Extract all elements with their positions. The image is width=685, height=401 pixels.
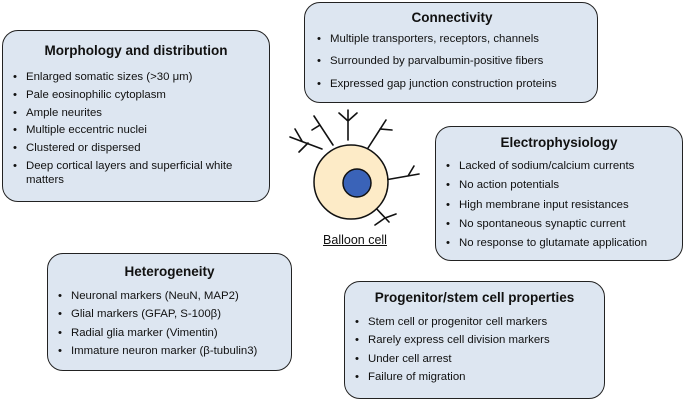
list-item: Expressed gap junction construction prot… <box>317 78 587 92</box>
heterogeneity-title: Heterogeneity <box>124 264 215 279</box>
neurite <box>311 115 334 146</box>
balloon-cell-label: Balloon cell <box>323 233 387 247</box>
list-item: Immature neuron marker (β-tubulin3) <box>58 345 281 359</box>
list-item: Neuronal markers (NeuN, MAP2) <box>58 290 281 304</box>
list-item: Failure of migration <box>355 371 594 385</box>
morphology-box: Morphology and distribution Enlarged som… <box>2 30 270 202</box>
list-item: Surrounded by parvalbumin-positive fiber… <box>317 55 587 69</box>
list-item: Clustered or dispersed <box>13 142 259 156</box>
electrophysiology-title: Electrophysiology <box>500 135 618 150</box>
list-item: Glial markers (GFAP, S-100β) <box>58 308 281 322</box>
list-item: No action potentials <box>446 179 672 193</box>
list-item: High membrane input resistances <box>446 199 672 213</box>
neurites <box>289 109 420 226</box>
connectivity-box: Connectivity Multiple transporters, rece… <box>304 2 598 103</box>
connectivity-list: Multiple transporters, receptors, channe… <box>317 33 587 91</box>
list-item: Under cell arrest <box>355 353 594 367</box>
neurite <box>384 165 420 181</box>
neurite <box>289 128 323 153</box>
list-item: Multiple eccentric nuclei <box>13 124 259 138</box>
list-item: Radial glia marker (Vimentin) <box>58 327 281 341</box>
neurite <box>338 109 358 141</box>
progenitor-box: Progenitor/stem cell properties Stem cel… <box>344 281 605 399</box>
list-item: No response to glutamate application <box>446 237 672 251</box>
list-item: No spontaneous synaptic current <box>446 218 672 232</box>
progenitor-title: Progenitor/stem cell properties <box>374 290 575 305</box>
connectivity-title: Connectivity <box>411 10 493 25</box>
list-item: Deep cortical layers and superficial whi… <box>13 160 259 188</box>
list-item: Stem cell or progenitor cell markers <box>355 316 594 330</box>
neurite <box>367 119 393 149</box>
morphology-title: Morphology and distribution <box>44 43 228 58</box>
list-item: Enlarged somatic sizes (>30 μm) <box>13 71 259 85</box>
electrophysiology-list: Lacked of sodium/calcium currents No act… <box>446 160 672 251</box>
list-item: Pale eosinophilic cytoplasm <box>13 89 259 103</box>
list-item: Ample neurites <box>13 107 259 121</box>
list-item: Rarely express cell division markers <box>355 334 594 348</box>
electrophysiology-box: Electrophysiology Lacked of sodium/calci… <box>435 126 683 261</box>
morphology-list: Enlarged somatic sizes (>30 μm) Pale eos… <box>13 71 259 188</box>
list-item: Lacked of sodium/calcium currents <box>446 160 672 174</box>
list-item: Multiple transporters, receptors, channe… <box>317 33 587 47</box>
nucleus <box>342 168 372 198</box>
heterogeneity-list: Neuronal markers (NeuN, MAP2) Glial mark… <box>58 290 281 359</box>
progenitor-list: Stem cell or progenitor cell markers Rar… <box>355 316 594 385</box>
heterogeneity-box: Heterogeneity Neuronal markers (NeuN, MA… <box>47 253 292 371</box>
